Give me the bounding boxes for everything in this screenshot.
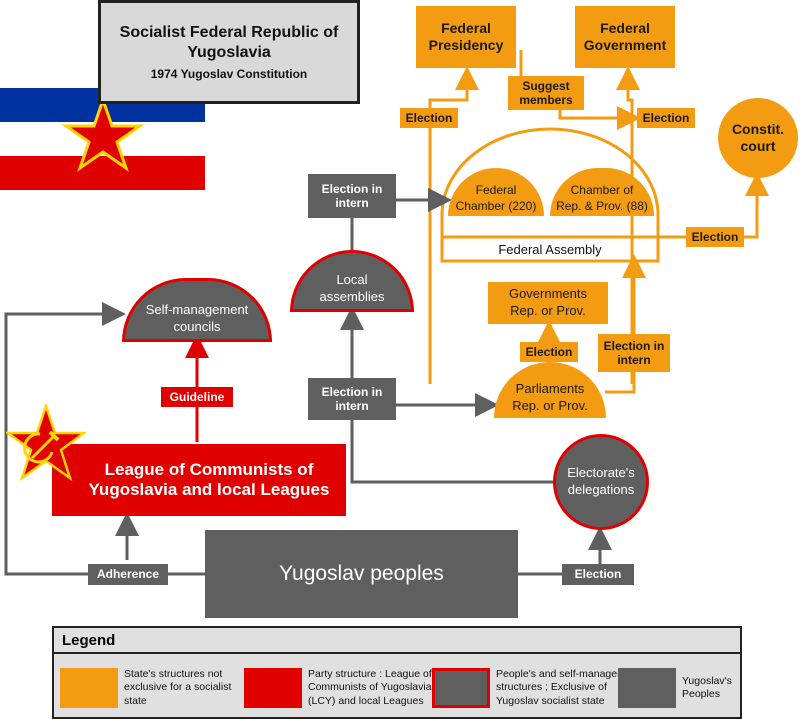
election-governments-label: Election xyxy=(525,344,573,359)
election-bottom-box: Election xyxy=(562,564,634,585)
lcy-label: League of Communists of Yugoslavia and l… xyxy=(88,459,330,499)
lcy-box: League of Communists of Yugoslavia and l… xyxy=(52,444,346,516)
legend-swatch-orange xyxy=(60,668,118,708)
legend-text-peoples: Yugoslav's Peoples xyxy=(682,674,732,700)
legend-text-party: Party structure : League of Communists o… xyxy=(308,668,432,707)
election-in-intern-mid-label: Election in intern xyxy=(321,384,383,413)
federal-assembly-label: Federal Assembly xyxy=(498,242,602,257)
election-court-label: Election xyxy=(691,229,739,244)
election-in-intern-top-label: Election in intern xyxy=(321,181,383,210)
election-in-intern-orange-box: Election in intern xyxy=(598,334,670,372)
legend-swatch-red xyxy=(244,668,302,708)
legend-text-state: State's structures not exclusive for a s… xyxy=(124,668,232,707)
local-assemblies-label: Local assemblies xyxy=(319,272,385,304)
chamber-rep-prov-label: Chamber of Rep. & Prov. (88) xyxy=(556,183,648,213)
legend-item-state: State's structures not exclusive for a s… xyxy=(60,658,231,718)
suggest-members-label: Suggest members xyxy=(519,78,573,107)
yugoslav-peoples-label: Yugoslav peoples xyxy=(279,562,444,586)
page-subtitle: 1974 Yugoslav Constitution xyxy=(150,67,308,81)
election-presidency-label: Election xyxy=(405,110,453,125)
federal-presidency-box: Federal Presidency xyxy=(416,6,516,68)
electorates-delegations-label: Electorate's delegations xyxy=(567,465,635,497)
legend-item-peoples: Yugoslav's Peoples xyxy=(618,658,732,718)
election-government-box: Election xyxy=(637,108,695,128)
election-court-box: Election xyxy=(686,227,744,247)
election-presidency-box: Election xyxy=(400,108,458,128)
hammer-sickle-star-icon xyxy=(4,402,88,484)
election-bottom-label: Election xyxy=(574,567,622,582)
constit-court-label: Constit. court xyxy=(731,121,785,154)
suggest-members-box: Suggest members xyxy=(508,76,584,110)
federal-government-box: Federal Government xyxy=(575,6,675,68)
adherence-label: Adherence xyxy=(96,567,160,582)
legend-swatch-grey-red xyxy=(432,668,490,708)
election-in-intern-orange-label: Election in intern xyxy=(603,338,665,367)
title-box: Socialist Federal Republic of Yugoslavia… xyxy=(98,0,360,104)
yugoslav-peoples-box: Yugoslav peoples xyxy=(205,530,518,618)
federal-chamber-label: Federal Chamber (220) xyxy=(455,183,537,213)
federal-government-label: Federal Government xyxy=(583,20,667,53)
election-in-intern-mid-box: Election in intern xyxy=(308,378,396,420)
governments-rep-prov-box: Governments Rep. or Prov. xyxy=(488,282,608,324)
adherence-box: Adherence xyxy=(88,564,168,585)
election-government-label: Election xyxy=(642,110,690,125)
legend: Legend State's structures not exclusive … xyxy=(52,626,742,719)
yugoslav-flag-icon xyxy=(0,88,205,190)
governments-rep-prov-label: Governments Rep. or Prov. xyxy=(508,286,588,318)
federal-presidency-label: Federal Presidency xyxy=(428,20,504,53)
guideline-box: Guideline xyxy=(161,387,233,407)
election-governments-box: Election xyxy=(520,342,578,362)
election-in-intern-top-box: Election in intern xyxy=(308,174,396,218)
electorates-delegations: Electorate's delegations xyxy=(553,434,649,530)
constit-court-circle: Constit. court xyxy=(718,98,798,178)
self-management-councils-label: Self-management councils xyxy=(145,302,249,334)
legend-item-party: Party structure : League of Communists o… xyxy=(244,658,432,718)
parliaments-rep-prov-label: Parliaments Rep. or Prov. xyxy=(512,381,588,413)
legend-swatch-grey xyxy=(618,668,676,708)
guideline-label: Guideline xyxy=(169,389,225,404)
legend-item-people-structures: People's and self-management structures … xyxy=(432,658,640,718)
page-title: Socialist Federal Republic of Yugoslavia xyxy=(119,24,339,61)
legend-title: Legend xyxy=(54,628,740,654)
